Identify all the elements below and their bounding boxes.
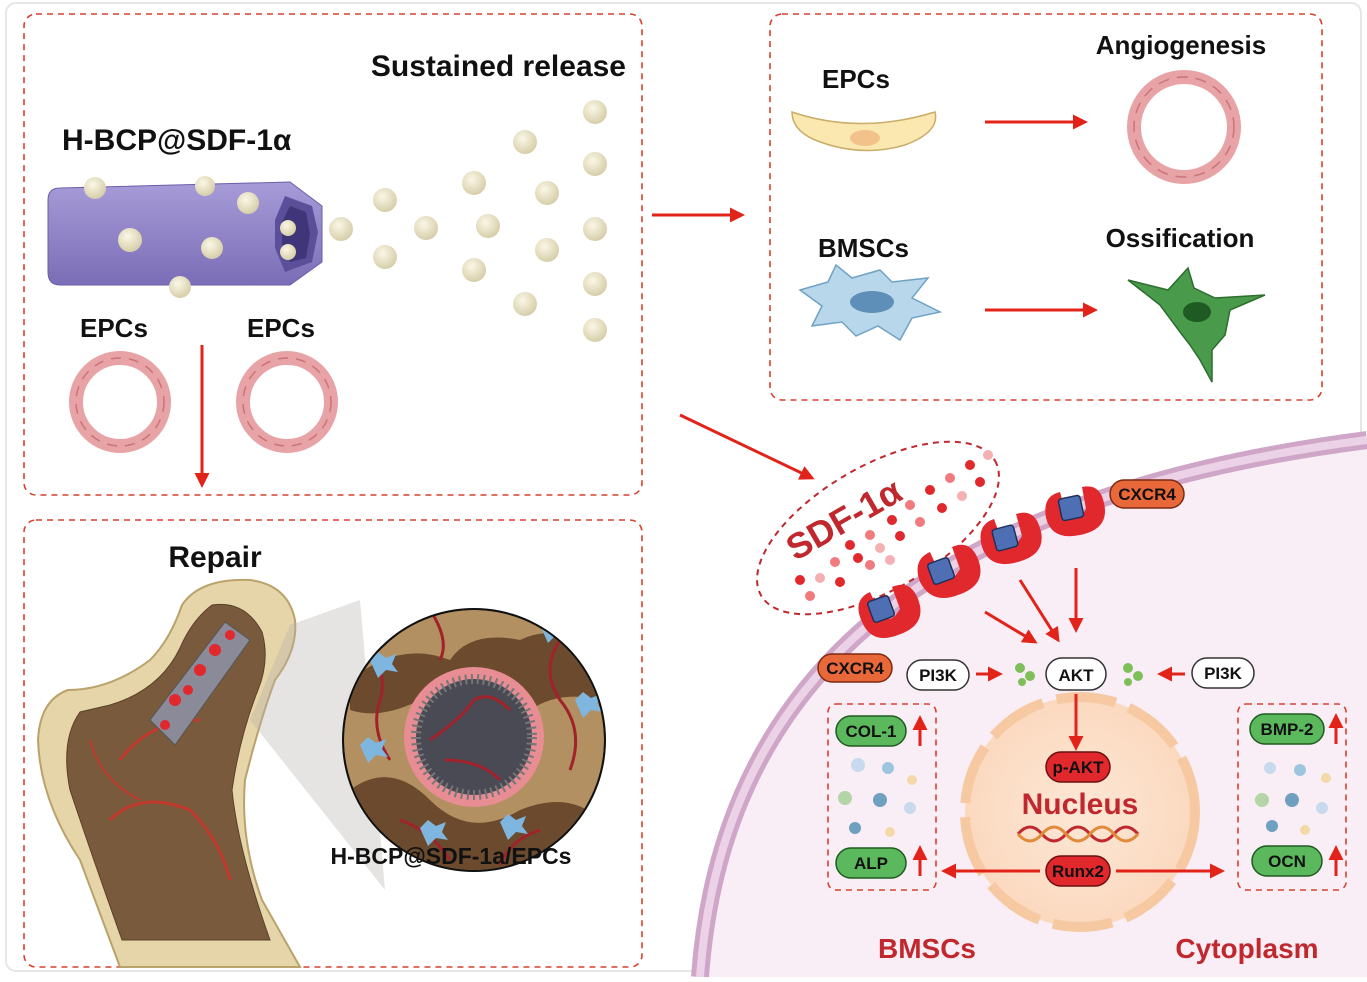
pi3k-right-label: PI3K [1204, 664, 1243, 683]
release-title: Sustained release [371, 50, 626, 83]
pi3k-left-label: PI3K [919, 666, 958, 685]
nucleus-label: Nucleus [1022, 788, 1139, 821]
released-beads [329, 100, 607, 342]
protein-icon [1015, 663, 1035, 686]
p-akt-label: p-AKT [1053, 758, 1105, 777]
col1-pill [835, 715, 907, 747]
epc-label-right: EPCs [247, 313, 315, 343]
runx2-pill [1045, 855, 1111, 887]
bmsc-cell-icon [798, 263, 943, 342]
vessel-ring-icon [1127, 70, 1241, 184]
scaffold-icon [47, 176, 323, 298]
receptor-icon [1045, 486, 1105, 537]
dna-icon [1016, 825, 1140, 843]
epcs-effect-label: EPCs [822, 64, 890, 94]
receptor-icon [917, 544, 981, 599]
arrow-to-sdf [679, 413, 815, 480]
protein-icon [838, 758, 917, 837]
arrow-receptor-akt-2 [1018, 579, 1060, 643]
receptor-icon [858, 584, 921, 639]
akt-pill [1045, 657, 1107, 691]
effects-panel [769, 13, 1323, 401]
release-panel [23, 13, 643, 496]
pi3k-left-pill [906, 659, 970, 691]
left-marker-box [827, 703, 937, 891]
col1-label: COL-1 [846, 722, 897, 741]
zoom-cone [250, 600, 385, 890]
cytoplasm-caption: Cytoplasm [1175, 933, 1318, 964]
pi3k-right-pill [1191, 657, 1255, 689]
composite-label: H-BCP@SDF-1a/EPCs [331, 843, 572, 869]
cxcr4-left-pill [817, 653, 893, 683]
arrow-receptor-akt-1 [984, 610, 1038, 644]
cxcr4-top-label: CXCR4 [1118, 485, 1176, 504]
protein-icon [1123, 663, 1143, 686]
cxcr4-left-label: CXCR4 [826, 659, 884, 678]
bmscs-effect-label: BMSCs [818, 233, 909, 263]
ocn-pill [1251, 845, 1323, 877]
vessel-ring-icon [236, 351, 338, 453]
osteocyte-icon [1127, 266, 1266, 383]
cxcr4-top-pill [1109, 479, 1185, 509]
scaffold-label: H-BCP@SDF-1α [62, 124, 292, 157]
bmp2-label: BMP-2 [1261, 720, 1314, 739]
right-marker-box [1237, 703, 1347, 891]
epc-label-left: EPCs [80, 313, 148, 343]
bmscs-caption: BMSCs [878, 933, 976, 964]
bmp2-pill [1249, 713, 1325, 745]
femur-icon [36, 578, 302, 968]
zoomed-cross-section [342, 608, 606, 872]
alp-pill [835, 847, 907, 879]
angiogenesis-label: Angiogenesis [1096, 30, 1266, 60]
p-akt-pill [1045, 751, 1111, 783]
ocn-label: OCN [1268, 852, 1306, 871]
protein-icon [1255, 762, 1331, 835]
ossification-label: Ossification [1106, 223, 1255, 253]
repair-panel [23, 519, 643, 968]
epc-cell-icon [791, 110, 937, 152]
akt-label: AKT [1059, 666, 1095, 685]
alp-label: ALP [854, 854, 888, 873]
sdf-cluster [756, 440, 1000, 616]
receptor-icon [980, 512, 1042, 565]
repair-title: Repair [168, 541, 262, 574]
vessel-ring-icon [69, 351, 171, 453]
runx2-label: Runx2 [1052, 862, 1104, 881]
